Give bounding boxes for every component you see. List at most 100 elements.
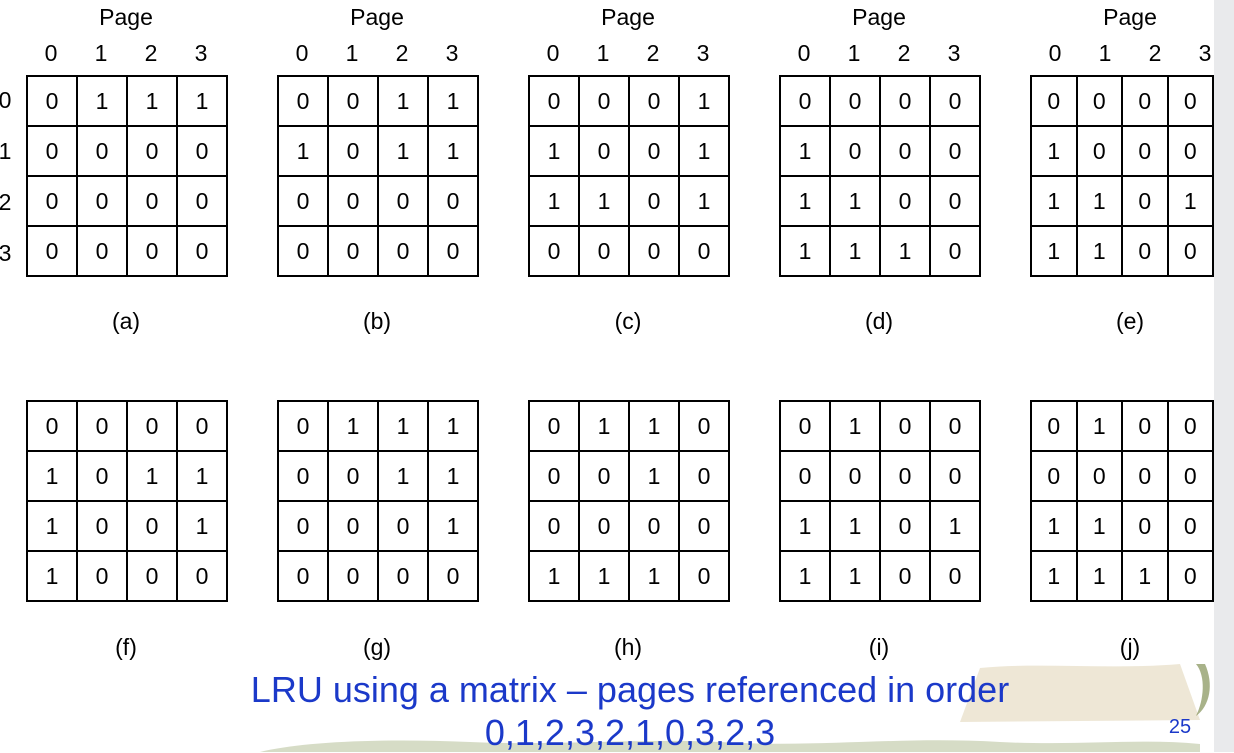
matrix-cell: 0 — [1121, 225, 1169, 277]
matrix-cell: 1 — [176, 500, 228, 552]
matrix-caption-e: (e) — [1115, 308, 1145, 334]
matrix-cell: 1 — [678, 125, 730, 177]
column-index-d-0: 0 — [797, 40, 811, 66]
matrix-cell: 1 — [26, 500, 78, 552]
matrix-cell: 0 — [1166, 400, 1214, 452]
matrix-cell: 1 — [879, 225, 931, 277]
matrix-cell: 0 — [1030, 400, 1078, 452]
matrix-caption-j: (j) — [1119, 634, 1141, 660]
slide-title-line-2: 0,1,2,3,2,1,0,3,2,3 — [484, 712, 776, 753]
column-index-b-3: 3 — [445, 40, 459, 66]
row-index-a-2: 2 — [0, 189, 12, 215]
matrix-cell: 0 — [829, 75, 881, 127]
matrix-cell: 0 — [929, 175, 981, 227]
matrix-cell: 0 — [929, 125, 981, 177]
matrix-cell: 0 — [1075, 75, 1123, 127]
matrix-cell: 0 — [277, 75, 329, 127]
column-index-d-1: 1 — [847, 40, 861, 66]
matrix-cell: 1 — [528, 175, 580, 227]
matrix-cell: 0 — [176, 125, 228, 177]
matrix-cell: 0 — [76, 400, 128, 452]
column-index-b-1: 1 — [345, 40, 359, 66]
matrix-cell: 1 — [1121, 550, 1169, 602]
matrix-cell: 0 — [628, 175, 680, 227]
matrix-cell: 0 — [678, 225, 730, 277]
column-index-e-1: 1 — [1098, 40, 1112, 66]
matrix-cell: 1 — [779, 500, 831, 552]
column-index-b-0: 0 — [295, 40, 309, 66]
matrix-cell: 0 — [1166, 125, 1214, 177]
matrix-caption-b: (b) — [362, 308, 392, 334]
matrix-caption-a: (a) — [111, 308, 141, 334]
matrix-cell: 0 — [277, 175, 329, 227]
matrix-cell: 0 — [1121, 175, 1169, 227]
matrix-cell: 0 — [277, 550, 329, 602]
page-number: 25 — [1168, 716, 1192, 738]
matrix-cell: 0 — [1030, 450, 1078, 502]
matrix-cell: 1 — [427, 75, 479, 127]
matrix-cell: 1 — [1030, 125, 1078, 177]
matrix-cell: 1 — [76, 75, 128, 127]
matrix-cell: 0 — [628, 225, 680, 277]
matrix-cell: 1 — [427, 500, 479, 552]
matrix-cell: 0 — [277, 500, 329, 552]
matrix-cell: 0 — [26, 225, 78, 277]
matrix-caption-h: (h) — [613, 634, 643, 660]
matrix-cell: 0 — [327, 125, 379, 177]
matrix-cell: 1 — [829, 550, 881, 602]
matrix-cell: 1 — [678, 75, 730, 127]
column-index-d-2: 2 — [897, 40, 911, 66]
matrix-caption-d: (d) — [864, 308, 894, 334]
matrix-cell: 0 — [578, 75, 630, 127]
page-header-a: Page — [99, 4, 153, 30]
matrix-cell: 1 — [176, 450, 228, 502]
matrix-cell: 0 — [327, 550, 379, 602]
matrix-cell: 0 — [26, 400, 78, 452]
matrix-cell: 0 — [126, 400, 178, 452]
matrix-cell: 1 — [377, 125, 429, 177]
matrix-cell: 1 — [126, 450, 178, 502]
matrix-cell: 0 — [327, 225, 379, 277]
matrix-cell: 0 — [879, 400, 931, 452]
matrix-cell: 0 — [929, 550, 981, 602]
matrix-cell: 0 — [76, 125, 128, 177]
matrix-cell: 1 — [779, 125, 831, 177]
slide-title-line-1: LRU using a matrix – pages referenced in… — [250, 669, 1010, 710]
matrix-cell: 1 — [377, 400, 429, 452]
matrix-cell: 0 — [26, 175, 78, 227]
matrix-cell: 0 — [879, 175, 931, 227]
matrix-cell: 0 — [1166, 500, 1214, 552]
matrix-cell: 1 — [176, 75, 228, 127]
column-index-a-2: 2 — [144, 40, 158, 66]
matrix-cell: 0 — [779, 400, 831, 452]
page-header-e: Page — [1103, 4, 1157, 30]
matrix-cell: 0 — [277, 400, 329, 452]
page-header-c: Page — [601, 4, 655, 30]
matrix-cell: 0 — [929, 400, 981, 452]
matrix-cell: 0 — [628, 75, 680, 127]
column-index-e-3: 3 — [1198, 40, 1212, 66]
matrix-cell: 0 — [176, 225, 228, 277]
matrix-cell: 0 — [528, 400, 580, 452]
matrix-cell: 0 — [528, 500, 580, 552]
column-index-a-0: 0 — [44, 40, 58, 66]
matrix-cell: 0 — [678, 400, 730, 452]
